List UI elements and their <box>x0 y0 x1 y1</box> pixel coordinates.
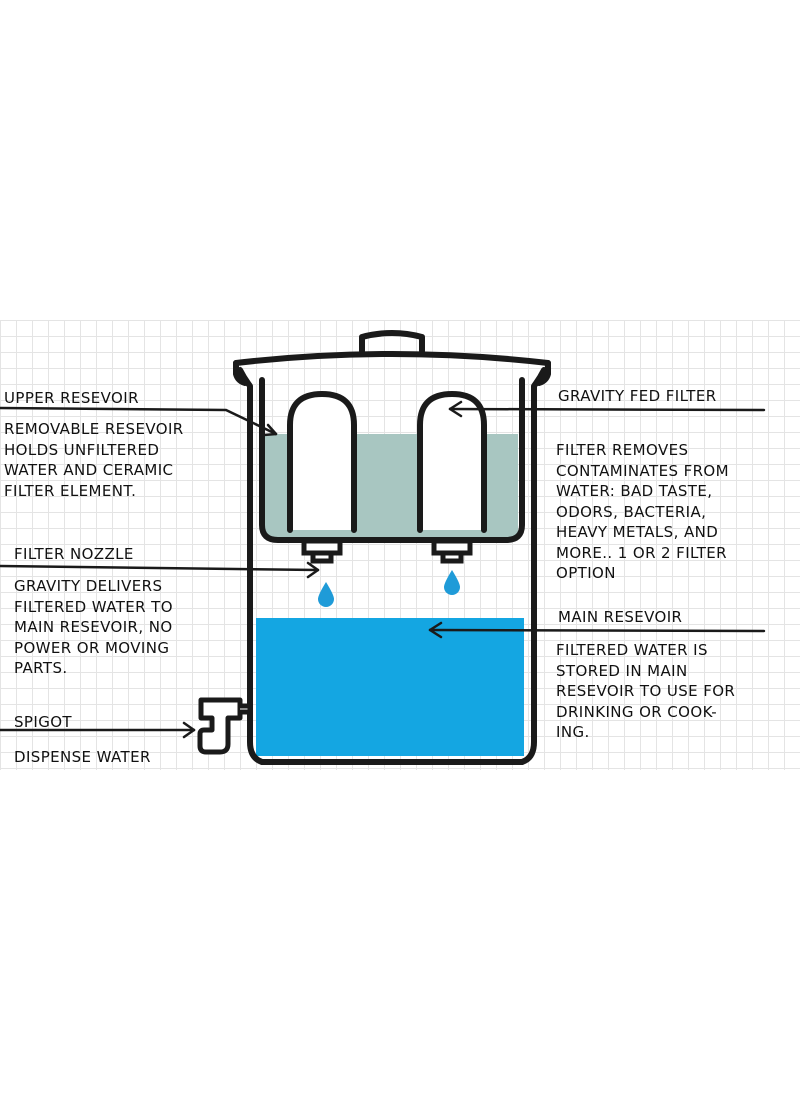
filter-cartridge-left <box>287 391 357 533</box>
filter-cartridge-right <box>417 391 487 533</box>
lid <box>233 351 551 366</box>
gravity-filter-description: FILTER REMOVES CONTAMINATES FROM WATER: … <box>556 441 729 582</box>
upper-reservoir-description: REMOVABLE RESEVOIR HOLDS UNFILTERED WATE… <box>4 420 184 500</box>
leader-filter-nozzle <box>0 564 320 572</box>
upper-reservoir <box>259 377 525 543</box>
outer-wall-left <box>237 367 265 765</box>
main-reservoir-title: MAIN RESEVOIR <box>558 608 683 626</box>
dispenser-illustration <box>0 330 766 765</box>
water-filter-diagram: UPPER RESEVOIR REMOVABLE RESEVOIR HOLDS … <box>0 320 800 770</box>
spigot-description: DISPENSE WATER <box>14 748 151 766</box>
spigot-title: SPIGOT <box>14 713 72 731</box>
water-drop-icon <box>318 582 334 607</box>
lid-rim-right <box>536 360 551 386</box>
gravity-filter-title: GRAVITY FED FILTER <box>558 387 717 405</box>
water-drop-icon <box>444 570 460 595</box>
lid-knob <box>359 330 425 354</box>
outer-wall-right <box>519 367 547 765</box>
spigot <box>197 697 253 755</box>
main-reservoir-water <box>256 618 524 756</box>
main-reservoir-description: FILTERED WATER IS STORED IN MAIN RESEVOI… <box>556 641 736 741</box>
filter-nozzle-title: FILTER NOZZLE <box>14 545 134 563</box>
lid-rim-left <box>233 360 248 386</box>
leader-main-reservoir <box>428 628 766 633</box>
filter-nozzle-description: GRAVITY DELIVERS FILTERED WATER TO MAIN … <box>14 577 173 677</box>
leader-gravity-filter <box>448 407 766 412</box>
upper-reservoir-title: UPPER RESEVOIR <box>4 389 139 407</box>
leader-upper-reservoir <box>0 406 278 436</box>
